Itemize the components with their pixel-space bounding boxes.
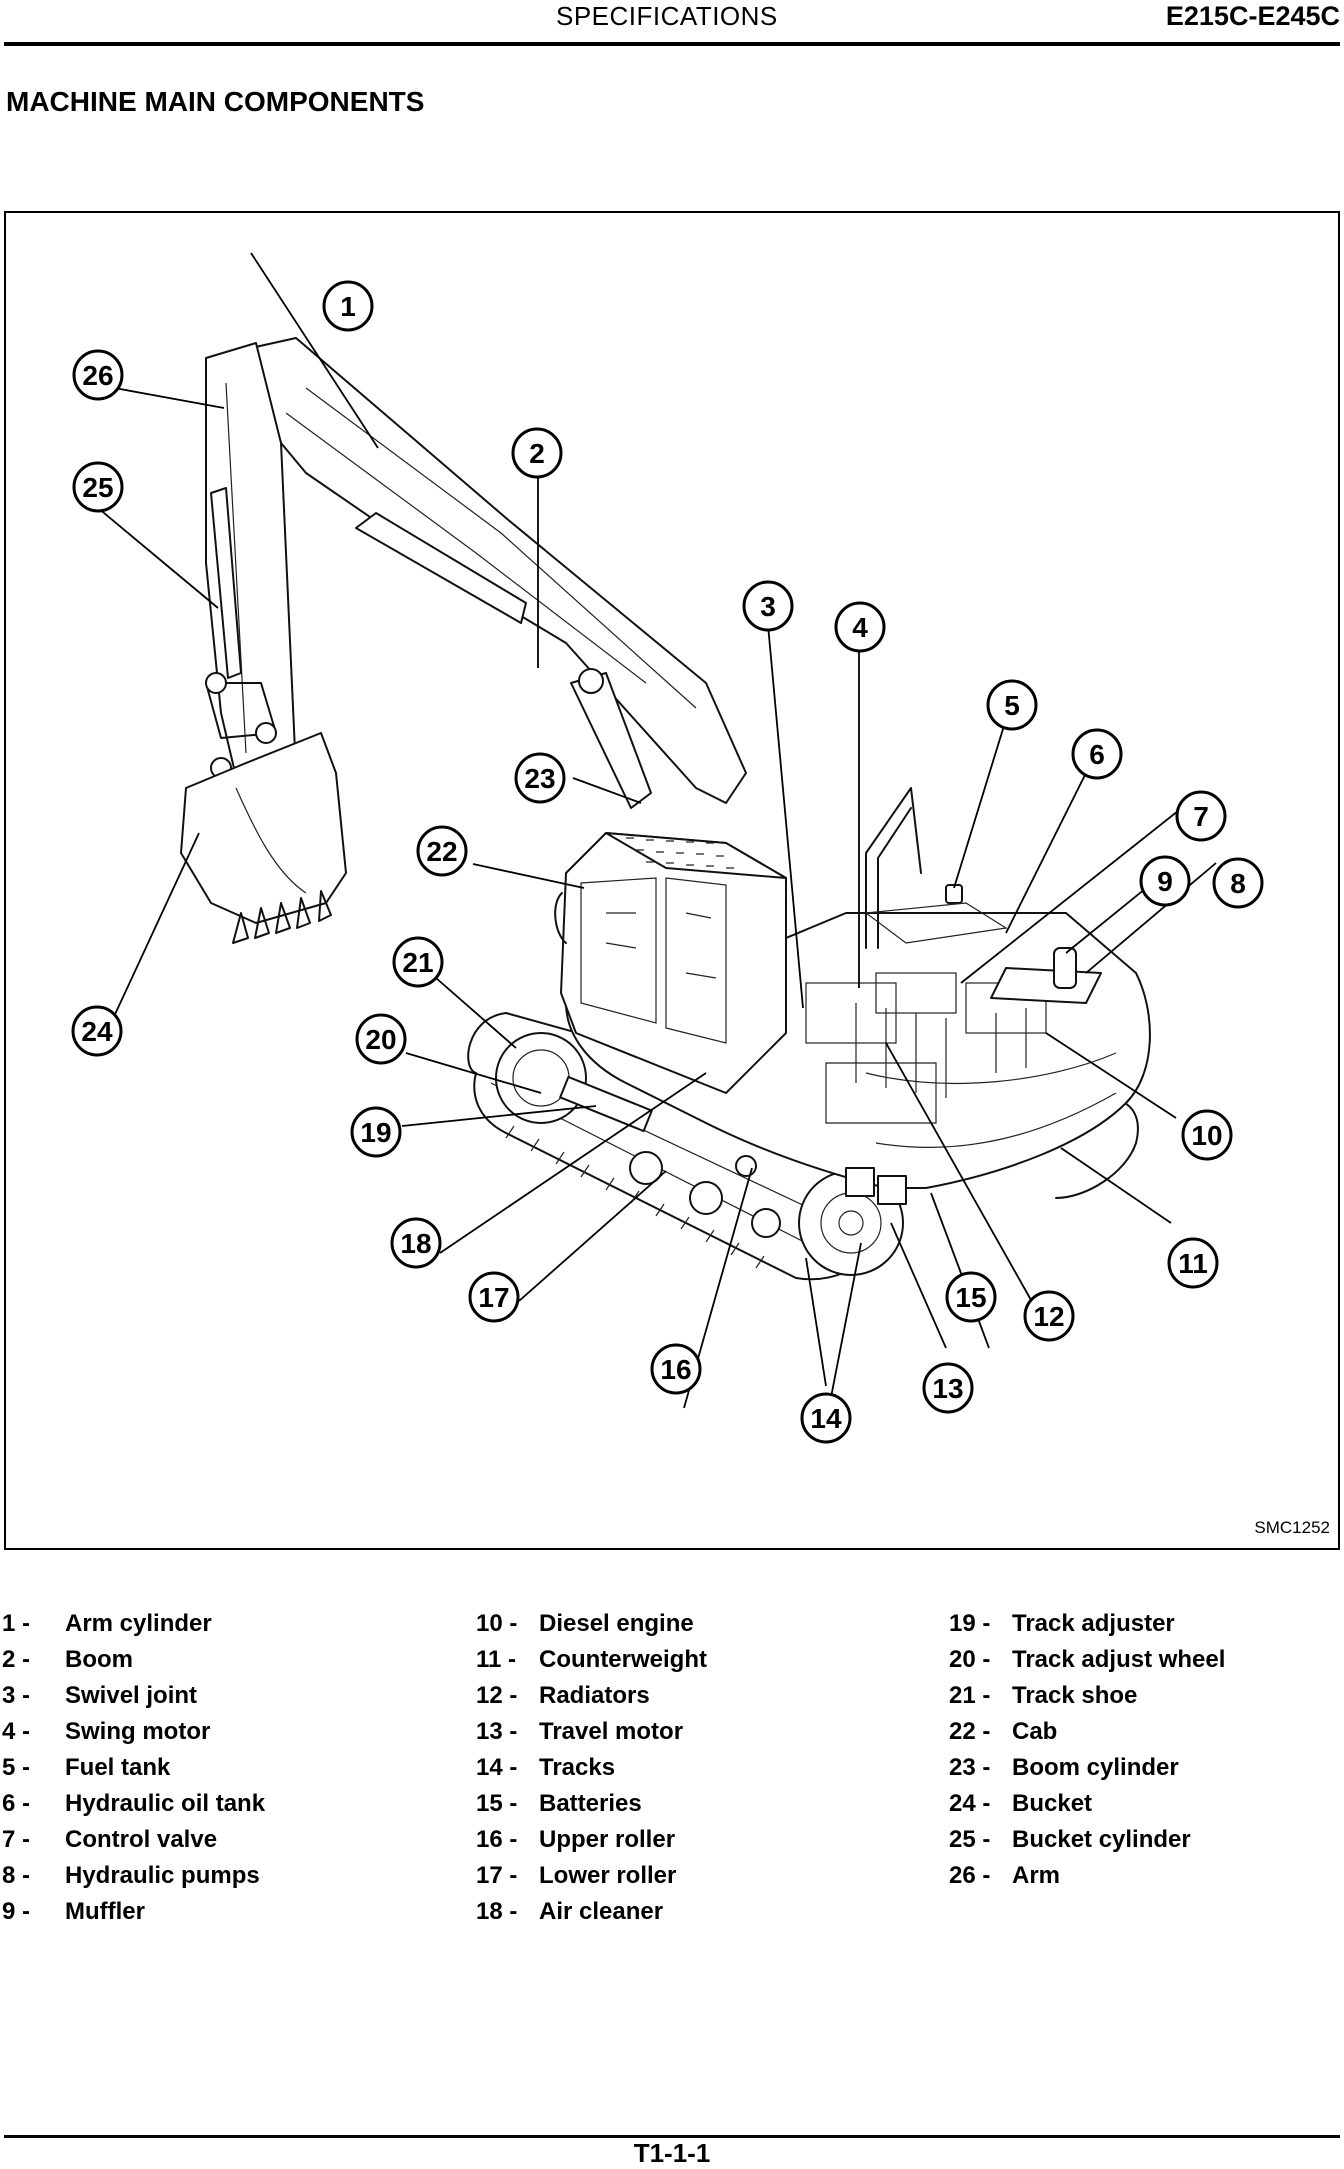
callout-25: 25 xyxy=(72,461,124,513)
svg-text:3: 3 xyxy=(760,591,776,622)
callout-3: 3 xyxy=(742,580,794,632)
legend-item: 8 -Hydraulic pumps xyxy=(2,1862,260,1889)
callout-15: 15 xyxy=(945,1271,997,1323)
svg-text:18: 18 xyxy=(400,1228,431,1259)
svg-text:23: 23 xyxy=(524,763,555,794)
legend-item: 18 -Air cleaner xyxy=(476,1898,664,1925)
excavator-drawing xyxy=(180,337,1151,1281)
component-legend: 1 -Arm cylinder 2 -Boom 3 -Swivel joint … xyxy=(0,1606,1344,1936)
svg-text:14: 14 xyxy=(810,1403,842,1434)
svg-text:8: 8 xyxy=(1230,868,1246,899)
legend-item: 7 -Control valve xyxy=(2,1826,218,1853)
svg-text:7: 7 xyxy=(1193,801,1209,832)
legend-item: 21 -Track shoe xyxy=(949,1682,1138,1709)
callout-17: 17 xyxy=(468,1271,520,1323)
legend-item: 5 -Fuel tank xyxy=(2,1754,171,1781)
legend-column-2: 10 -Diesel engine 11 -Counterweight 12 -… xyxy=(476,1606,916,1930)
legend-item: 2 -Boom xyxy=(2,1646,133,1673)
svg-text:9: 9 xyxy=(1157,866,1173,897)
legend-item: 19 -Track adjuster xyxy=(949,1610,1175,1637)
svg-text:13: 13 xyxy=(932,1373,963,1404)
legend-item: 10 -Diesel engine xyxy=(476,1610,694,1637)
callout-18: 18 xyxy=(390,1217,442,1269)
legend-item: 22 -Cab xyxy=(949,1718,1058,1745)
callout-5: 5 xyxy=(986,679,1038,731)
figure-frame: 1 26 2 25 3 4 5 6 23 7 22 9 8 21 24 20 1… xyxy=(4,211,1340,1550)
svg-text:15: 15 xyxy=(955,1282,986,1313)
callout-14: 14 xyxy=(800,1392,852,1444)
svg-text:25: 25 xyxy=(82,472,113,503)
figure-reference-code: SMC1252 xyxy=(1254,1518,1330,1537)
legend-item: 23 -Boom cylinder xyxy=(949,1754,1179,1781)
callout-6: 6 xyxy=(1071,728,1123,780)
svg-text:4: 4 xyxy=(852,612,868,643)
svg-text:19: 19 xyxy=(360,1117,391,1148)
legend-item: 20 -Track adjust wheel xyxy=(949,1646,1226,1673)
svg-text:22: 22 xyxy=(426,836,457,867)
svg-text:21: 21 xyxy=(402,947,433,978)
callout-4: 4 xyxy=(834,601,886,653)
header-section-title: SPECIFICATIONS xyxy=(556,1,778,31)
svg-text:10: 10 xyxy=(1191,1120,1222,1151)
legend-item: 24 -Bucket xyxy=(949,1790,1093,1817)
page-number: T1-1-1 xyxy=(633,2138,711,2168)
callout-10: 10 xyxy=(1181,1109,1233,1161)
svg-text:6: 6 xyxy=(1089,739,1105,770)
callout-24: 24 xyxy=(71,1005,123,1057)
callout-19: 19 xyxy=(350,1106,402,1158)
legend-item: 14 -Tracks xyxy=(476,1754,616,1781)
callout-21: 21 xyxy=(392,936,444,988)
svg-text:2: 2 xyxy=(529,438,545,469)
svg-text:17: 17 xyxy=(478,1282,509,1313)
svg-text:12: 12 xyxy=(1033,1301,1064,1332)
svg-text:24: 24 xyxy=(81,1016,113,1047)
svg-text:11: 11 xyxy=(1178,1248,1208,1279)
legend-item: 11 -Counterweight xyxy=(476,1646,707,1673)
callout-23: 23 xyxy=(514,752,566,804)
svg-text:5: 5 xyxy=(1004,690,1020,721)
callout-20: 20 xyxy=(355,1013,407,1065)
header-model-number: E215C-E245C xyxy=(1165,1,1340,31)
legend-item: 26 -Arm xyxy=(949,1862,1061,1889)
legend-item: 13 -Travel motor xyxy=(476,1718,684,1745)
callout-16: 16 xyxy=(650,1343,702,1395)
legend-item: 9 -Muffler xyxy=(2,1898,145,1925)
header-rule xyxy=(4,42,1340,46)
leader-lines xyxy=(85,252,1217,1424)
svg-text:20: 20 xyxy=(365,1024,396,1055)
callout-22: 22 xyxy=(416,825,468,877)
callout-26: 26 xyxy=(72,349,124,401)
callout-7: 7 xyxy=(1175,790,1227,842)
legend-item: 3 -Swivel joint xyxy=(2,1682,198,1709)
legend-item: 15 -Batteries xyxy=(476,1790,642,1817)
excavator-illustration: 1 26 2 25 3 4 5 6 23 7 22 9 8 21 24 20 1… xyxy=(71,252,1264,1444)
legend-item: 25 -Bucket cylinder xyxy=(949,1826,1191,1853)
legend-item: 12 -Radiators xyxy=(476,1682,650,1709)
legend-item: 4 -Swing motor xyxy=(2,1718,211,1745)
legend-column-3: 19 -Track adjuster 20 -Track adjust whee… xyxy=(949,1606,1339,1894)
callouts: 1 26 2 25 3 4 5 6 23 7 22 9 8 21 24 20 1… xyxy=(71,280,1264,1444)
callout-2: 2 xyxy=(511,427,563,479)
callout-12: 12 xyxy=(1023,1290,1075,1342)
legend-item: 17 -Lower roller xyxy=(476,1862,677,1889)
callout-8: 8 xyxy=(1212,857,1264,909)
svg-text:1: 1 xyxy=(340,291,356,322)
page-title: MACHINE MAIN COMPONENTS xyxy=(6,86,425,117)
legend-item: 1 -Arm cylinder xyxy=(2,1610,212,1637)
legend-item: 6 -Hydraulic oil tank xyxy=(2,1790,266,1817)
svg-text:16: 16 xyxy=(660,1354,691,1385)
callout-11: 11 xyxy=(1167,1237,1219,1289)
callout-9: 9 xyxy=(1139,855,1191,907)
callout-13: 13 xyxy=(922,1362,974,1414)
legend-item: 16 -Upper roller xyxy=(476,1826,676,1853)
callout-1: 1 xyxy=(322,280,374,332)
footer-rule xyxy=(4,2135,1340,2138)
legend-column-1: 1 -Arm cylinder 2 -Boom 3 -Swivel joint … xyxy=(2,1606,442,1930)
svg-text:26: 26 xyxy=(82,360,113,391)
